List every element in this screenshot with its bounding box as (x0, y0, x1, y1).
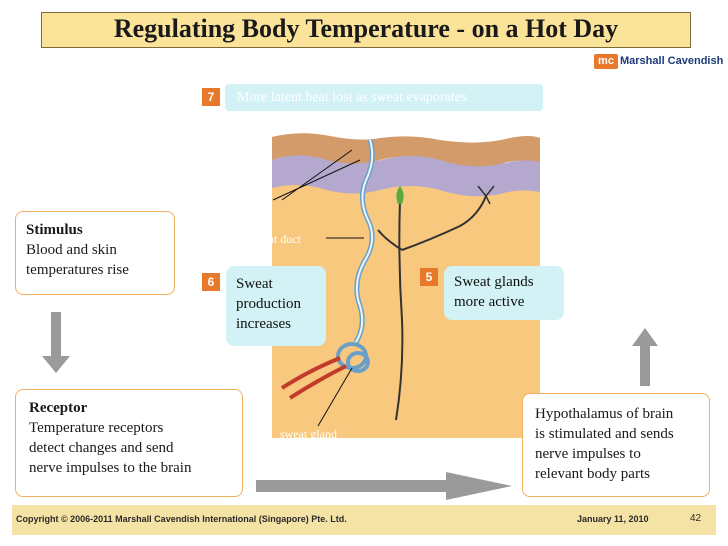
control-line: nerve impulses to (535, 446, 641, 462)
slide-date: January 11, 2010 (577, 514, 649, 524)
leader-line-pore (272, 159, 361, 201)
receptor-line: nerve impulses to the brain (29, 460, 192, 476)
step-7-text: More latent heat lost as sweat evaporate… (225, 84, 543, 111)
control-line: relevant body parts (535, 466, 650, 482)
control-line: Hypothalamus of brain (535, 406, 674, 422)
leader-line-gland (317, 367, 353, 427)
footer-bar (12, 505, 716, 535)
flow-arrow-up (632, 328, 658, 386)
step-5-line: Sweat glands (454, 274, 534, 290)
nerve-fibre (395, 199, 404, 421)
copyright-text: Copyright © 2006-2011 Marshall Cavendish… (16, 514, 347, 524)
publisher-logo-badge: mc (594, 54, 618, 69)
page-number: 42 (690, 513, 702, 524)
step-number-5: 5 (420, 268, 438, 286)
receptor-callout: Receptor Temperature receptors detect ch… (15, 389, 243, 497)
flow-arrow-right (256, 472, 512, 500)
step-number-7: 7 (202, 88, 220, 106)
slide-title: Regulating Body Temperature - on a Hot D… (113, 14, 619, 43)
receptor-heading: Receptor (29, 400, 88, 416)
blood-vessel (280, 356, 341, 390)
leader-line-7 (281, 149, 353, 201)
stimulus-heading: Stimulus (26, 222, 83, 238)
title-bar (41, 12, 691, 48)
step-6-line: increases (236, 316, 291, 332)
label-sweat-gland: sweat gland (280, 427, 337, 441)
step-6-line: production (236, 296, 301, 312)
stimulus-line: temperatures rise (26, 262, 129, 278)
step-5-line: more active (454, 294, 525, 310)
receptor-line: detect changes and send (29, 440, 174, 456)
receptor-line: Temperature receptors (29, 420, 164, 436)
label-sweat-pore: sweat pore (195, 196, 247, 210)
stimulus-line: Blood and skin (26, 242, 117, 258)
step-5-box: Sweat glands more active (444, 266, 564, 320)
step-number-6: 6 (202, 273, 220, 291)
step-6-line: Sweat (236, 276, 273, 292)
publisher-logo-name: Marshall Cavendish (620, 55, 724, 67)
control-line: is stimulated and sends (535, 426, 674, 442)
flow-arrow-down (42, 312, 70, 373)
control-centre-callout: Hypothalamus of brain is stimulated and … (522, 393, 710, 497)
label-sweat-duct: sweat duct (250, 232, 301, 246)
hair-follicle (396, 186, 404, 204)
step-6-box: Sweat production increases (226, 266, 326, 346)
outer-skin-layer (272, 133, 540, 167)
stimulus-callout: Stimulus Blood and skin temperatures ris… (15, 211, 175, 295)
dermis-layer (272, 180, 540, 438)
